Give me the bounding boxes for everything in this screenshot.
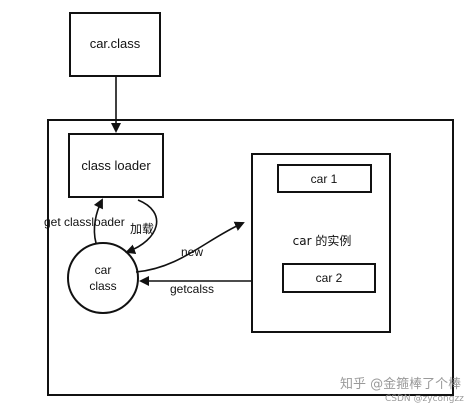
watermark-main: 知乎 @金箍棒了个棒 xyxy=(340,376,461,392)
car-class-circle-line1: car xyxy=(95,263,112,277)
arrow-load xyxy=(125,199,158,254)
car1-label: car 1 xyxy=(311,172,338,186)
car1-box xyxy=(277,164,372,193)
outer-container xyxy=(47,119,454,396)
class-loader-label: class loader xyxy=(81,158,151,173)
edge-label-get-classloader: get classloader xyxy=(44,215,125,229)
edge-label-getcalss: getcalss xyxy=(170,282,214,296)
car2-box xyxy=(282,263,376,293)
car-class-file-box xyxy=(69,12,161,77)
car-class-file-label: car.class xyxy=(90,36,141,51)
class-loader-box xyxy=(68,133,164,198)
car-class-circle-line2: class xyxy=(89,279,116,293)
edge-label-new: new xyxy=(181,245,203,259)
arrow-get-classloader xyxy=(93,198,103,244)
watermark-sub: CSDN @zycongzz xyxy=(385,394,464,404)
arrow-new xyxy=(135,221,245,273)
instances-label: car 的实例 xyxy=(293,233,352,248)
car-class-circle xyxy=(67,242,139,314)
edge-label-load: 加载 xyxy=(130,222,154,236)
car2-label: car 2 xyxy=(316,271,343,285)
